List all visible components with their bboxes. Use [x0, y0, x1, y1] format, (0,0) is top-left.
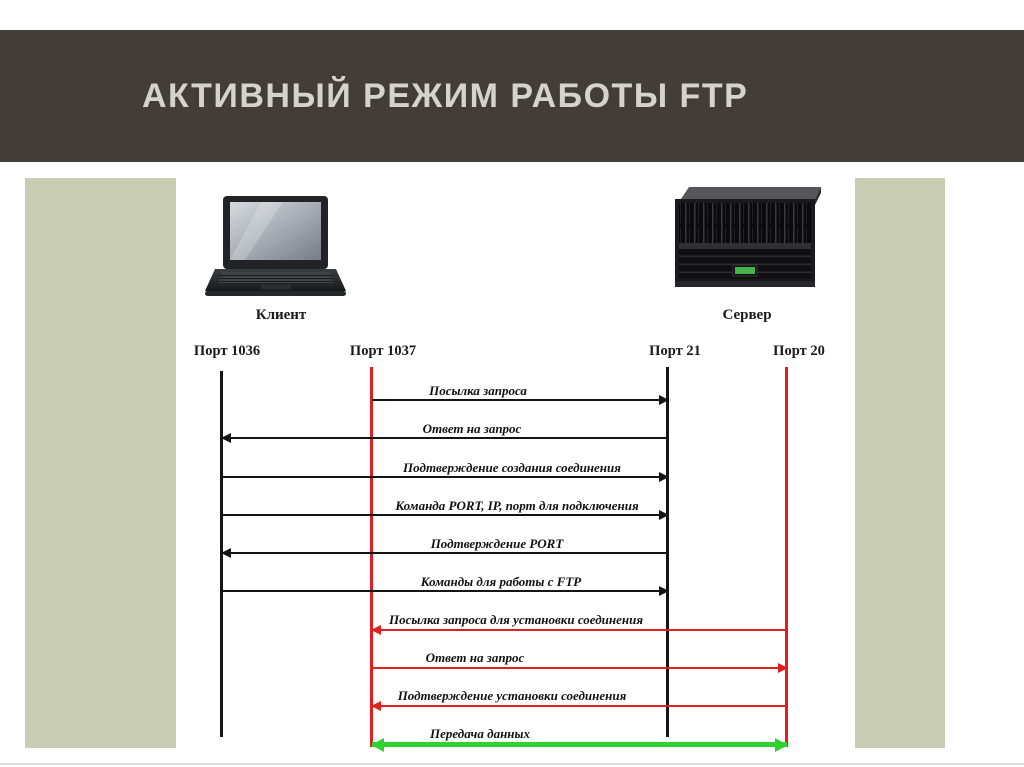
message-arrow-4	[222, 514, 668, 516]
client-label: Клиент	[255, 307, 307, 323]
left-accent-bar	[25, 178, 176, 748]
message-arrow-9	[372, 705, 787, 707]
slide-bottom-border	[0, 763, 1024, 765]
server-rack-image	[667, 185, 823, 296]
message-label-10: Передача данных	[429, 726, 531, 741]
message-label-6: Команды для работы с FTP	[420, 574, 582, 589]
slide-title: АКТИВНЫЙ РЕЖИМ РАБОТЫ FTP	[142, 76, 749, 115]
port-label-1037: Порт 1037	[349, 343, 417, 359]
message-arrow-3	[222, 476, 668, 478]
message-label-9: Подтверждение установки соединения	[397, 688, 627, 703]
port-label-21: Порт 21	[649, 343, 701, 359]
lifeline-port-1037	[370, 367, 373, 747]
message-label-1: Посылка запроса	[429, 383, 527, 398]
message-label-2: Ответ на запрос	[422, 421, 522, 436]
message-label-4: Команда PORT, IP, порт для подключения	[395, 498, 639, 513]
message-arrow-8	[372, 667, 787, 669]
message-arrow-6	[222, 590, 668, 592]
right-accent-bar	[855, 178, 945, 748]
message-arrow-7	[372, 629, 787, 631]
port-label-20: Порт 20	[773, 343, 825, 359]
message-arrow-2	[222, 437, 668, 439]
message-label-5: Подтверждение PORT	[430, 536, 564, 551]
message-label-8: Ответ на запрос	[425, 650, 525, 665]
port-label-1036: Порт 1036	[193, 343, 261, 359]
message-arrow-1	[372, 399, 668, 401]
message-arrow-10	[372, 742, 787, 747]
message-label-3: Подтверждение создания соединения	[403, 460, 621, 475]
server-rack-icon	[675, 187, 821, 287]
slide-header: АКТИВНЫЙ РЕЖИМ РАБОТЫ FTP	[0, 30, 1024, 162]
laptop-icon	[205, 196, 346, 296]
message-label-7: Посылка запроса для установки соединения	[388, 612, 644, 627]
message-arrow-5	[222, 552, 668, 554]
client-laptop-image	[203, 196, 348, 304]
lifeline-port-20	[785, 367, 788, 747]
server-label: Сервер	[722, 307, 772, 323]
